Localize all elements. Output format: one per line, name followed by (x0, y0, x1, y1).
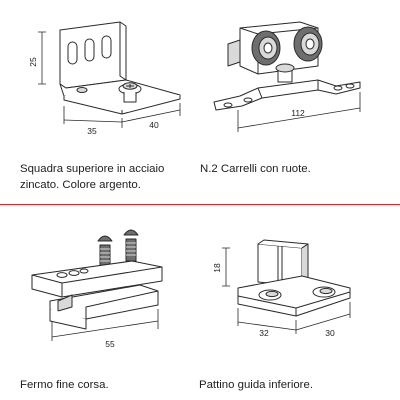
caption-floor-guide: Pattino guida inferiore. (199, 377, 313, 393)
wheel-carriage-icon: 112 (213, 21, 361, 132)
floor-guide-drawing: 18 32 30 (198, 232, 378, 344)
end-stop-drawing: 55 (22, 225, 192, 355)
caption-bracket: Squadra superiore in acciaio zincato. Co… (20, 161, 164, 193)
caption-end-stop: Fermo fine corsa. (20, 377, 109, 393)
dim-label: 40 (149, 120, 159, 130)
dim-label: 18 (212, 263, 222, 273)
dim-label: 32 (259, 328, 269, 338)
caption-line: N.2 Carrelli con ruote. (200, 163, 311, 175)
caption-line: Fermo fine corsa. (20, 379, 109, 391)
bracket-drawing: 25 35 40 (20, 10, 200, 135)
corner-bracket-icon: 25 35 40 (28, 21, 181, 135)
dim-label: 112 (291, 108, 305, 118)
dim-label: 30 (325, 328, 335, 338)
dim-label: 55 (105, 339, 115, 349)
section-divider (0, 204, 400, 205)
caption-line: zincato. Colore argento. (20, 179, 141, 191)
floor-guide-icon: 18 32 30 (212, 239, 351, 338)
caption-line: Pattino guida inferiore. (199, 379, 313, 391)
dim-label: 35 (87, 126, 97, 135)
carriage-drawing: 112 (200, 8, 395, 138)
dim-label: 25 (28, 57, 38, 67)
caption-carriage: N.2 Carrelli con ruote. (200, 161, 311, 177)
end-stop-icon: 55 (31, 229, 163, 349)
caption-line: Squadra superiore in acciaio (20, 163, 165, 175)
